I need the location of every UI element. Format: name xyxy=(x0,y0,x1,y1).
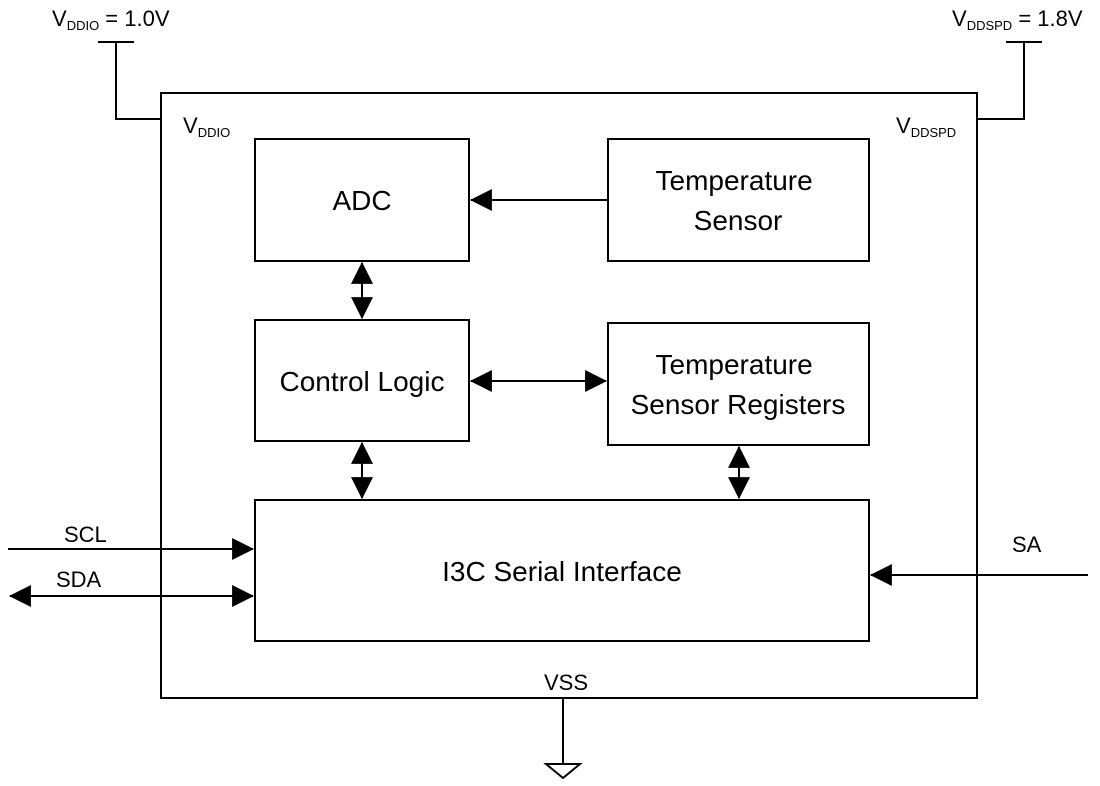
control-logic-label: Control Logic xyxy=(280,366,445,397)
adc-label: ADC xyxy=(332,185,391,216)
temperature-registers-label: Temperature Sensor Registers xyxy=(631,349,846,420)
control-logic-block xyxy=(254,319,470,442)
temperature-sensor-block xyxy=(607,138,870,262)
vss-label: VSS xyxy=(544,670,588,695)
vddio-pin-label: VDDIO xyxy=(183,113,230,140)
ground-icon xyxy=(543,763,583,780)
temperature-sensor-label: Temperature Sensor xyxy=(656,165,821,236)
i3c-interface-block xyxy=(254,499,870,642)
vddspd-supply-label: VDDSPD = 1.8V xyxy=(952,6,1083,33)
adc-block xyxy=(254,138,470,262)
sa-pin-label: SA xyxy=(1012,532,1042,557)
i3c-interface-label: I3C Serial Interface xyxy=(442,556,682,587)
vddio-supply-wire xyxy=(115,42,161,120)
vddio-supply-label: VDDIO = 1.0V xyxy=(52,6,170,33)
sda-pin-label: SDA xyxy=(56,567,102,592)
scl-pin-label: SCL xyxy=(64,522,107,547)
temperature-registers-block xyxy=(607,322,870,446)
vddspd-supply-wire xyxy=(977,42,1025,120)
chip-outline xyxy=(160,92,978,699)
vddspd-pin-label: VDDSPD xyxy=(896,113,956,140)
